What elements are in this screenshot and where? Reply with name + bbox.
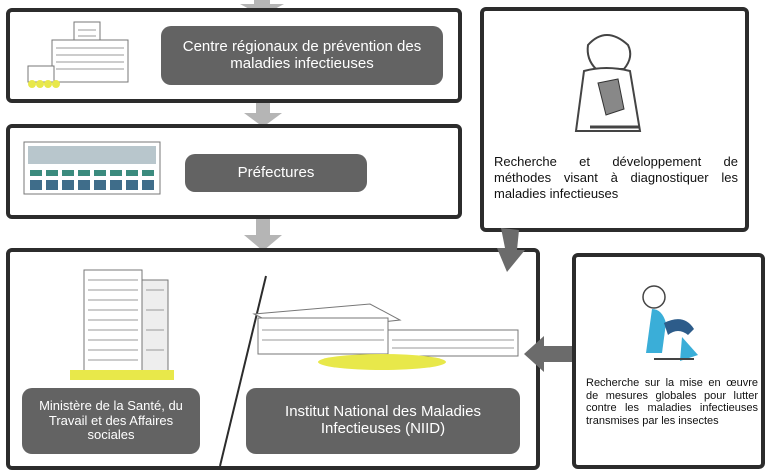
- ministry-niid-box: Ministère de la Santé, du Travail et des…: [6, 248, 540, 470]
- arrow-insect-to-main: [524, 336, 574, 372]
- arrow-prefectures-to-main: [244, 217, 282, 251]
- arrow-research-to-main: [497, 228, 525, 272]
- niid-label: Institut National des Maladies Infectieu…: [246, 388, 520, 454]
- researcher-microscope-icon: [574, 34, 642, 132]
- prefectures-label: Préfectures: [185, 154, 367, 192]
- insect-measures-box: Recherche sur la mise en œuvre de mesure…: [572, 253, 765, 469]
- scientist-insect-icon: [642, 285, 698, 361]
- ministry-tower-icon: [70, 269, 174, 380]
- hospital-building-icon: [27, 21, 129, 88]
- insect-measures-text: Recherche sur la mise en œuvre de mesure…: [586, 377, 758, 427]
- research-text: Recherche et développement de méthodes v…: [494, 154, 738, 201]
- institute-campus-icon: [252, 303, 519, 370]
- prefecture-building-icon: [23, 141, 161, 195]
- regional-center-label: Centre régionaux de prévention des malad…: [161, 26, 443, 85]
- divider-slash: [219, 275, 267, 467]
- research-box: Recherche et développement de méthodes v…: [480, 7, 749, 232]
- ministry-label: Ministère de la Santé, du Travail et des…: [22, 388, 200, 454]
- prefectures-box: Préfectures: [6, 124, 462, 219]
- regional-center-box: Centre régionaux de prévention des malad…: [6, 8, 462, 103]
- arrow-center-to-prefectures: [244, 103, 282, 127]
